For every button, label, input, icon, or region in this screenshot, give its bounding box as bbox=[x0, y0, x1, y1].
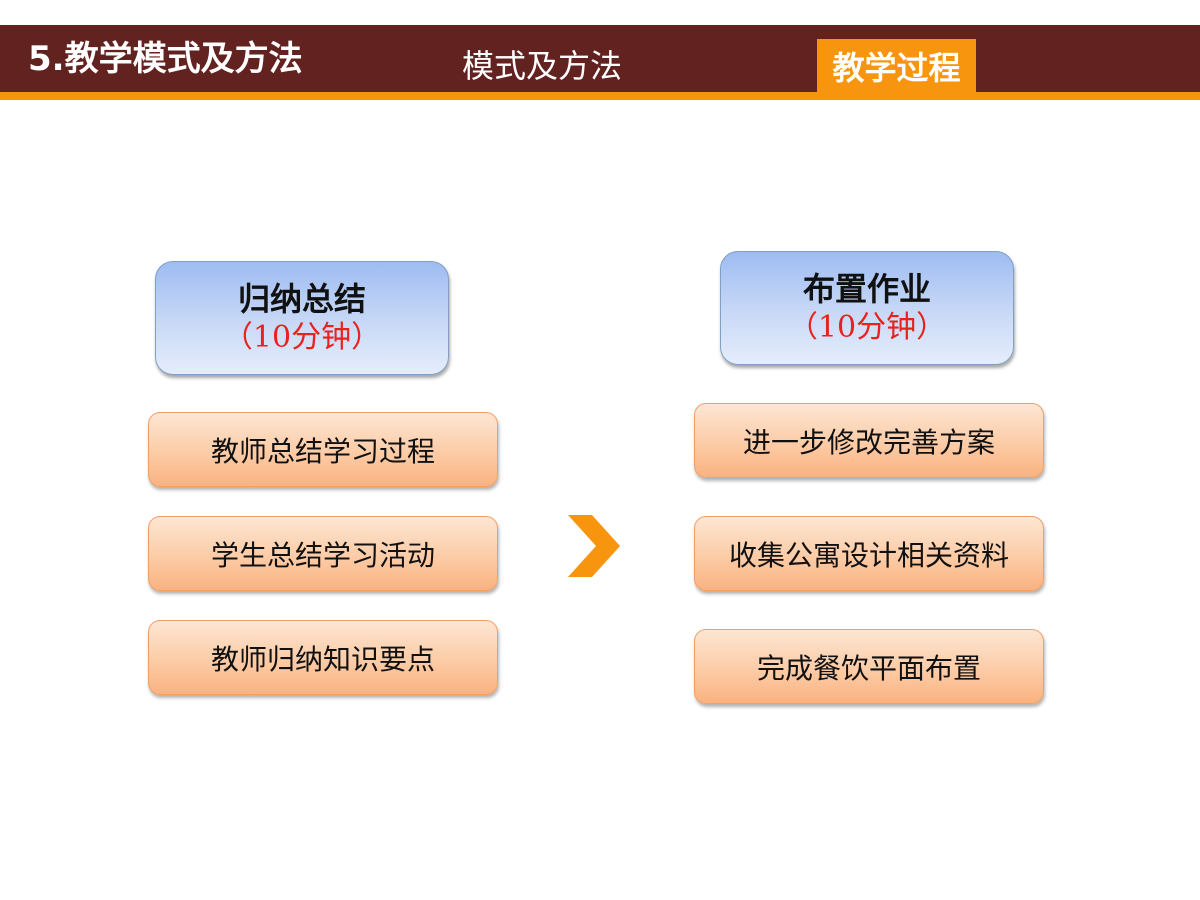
homework-title: 布置作业 bbox=[802, 270, 931, 308]
homework-duration: （10分钟） bbox=[787, 310, 947, 345]
homework-heading-box: 布置作业 （10分钟） bbox=[720, 251, 1014, 365]
summary-duration: （10分钟） bbox=[222, 320, 382, 355]
header-bar bbox=[0, 25, 1200, 92]
tab-mode-method[interactable]: 模式及方法 bbox=[462, 47, 623, 85]
homework-item-3: 完成餐饮平面布置 bbox=[694, 629, 1044, 704]
summary-title: 归纳总结 bbox=[237, 280, 366, 318]
summary-item-1: 教师总结学习过程 bbox=[148, 412, 498, 487]
chevron-right-icon bbox=[568, 515, 620, 577]
summary-item-3: 教师归纳知识要点 bbox=[148, 620, 498, 695]
header-underline bbox=[0, 92, 1200, 100]
summary-item-2: 学生总结学习活动 bbox=[148, 516, 498, 591]
homework-item-2: 收集公寓设计相关资料 bbox=[694, 516, 1044, 591]
homework-item-1: 进一步修改完善方案 bbox=[694, 403, 1044, 478]
tab-teaching-process[interactable]: 教学过程 bbox=[817, 39, 976, 92]
summary-heading-box: 归纳总结 （10分钟） bbox=[155, 261, 449, 375]
page-title: 5.教学模式及方法 bbox=[28, 39, 303, 79]
